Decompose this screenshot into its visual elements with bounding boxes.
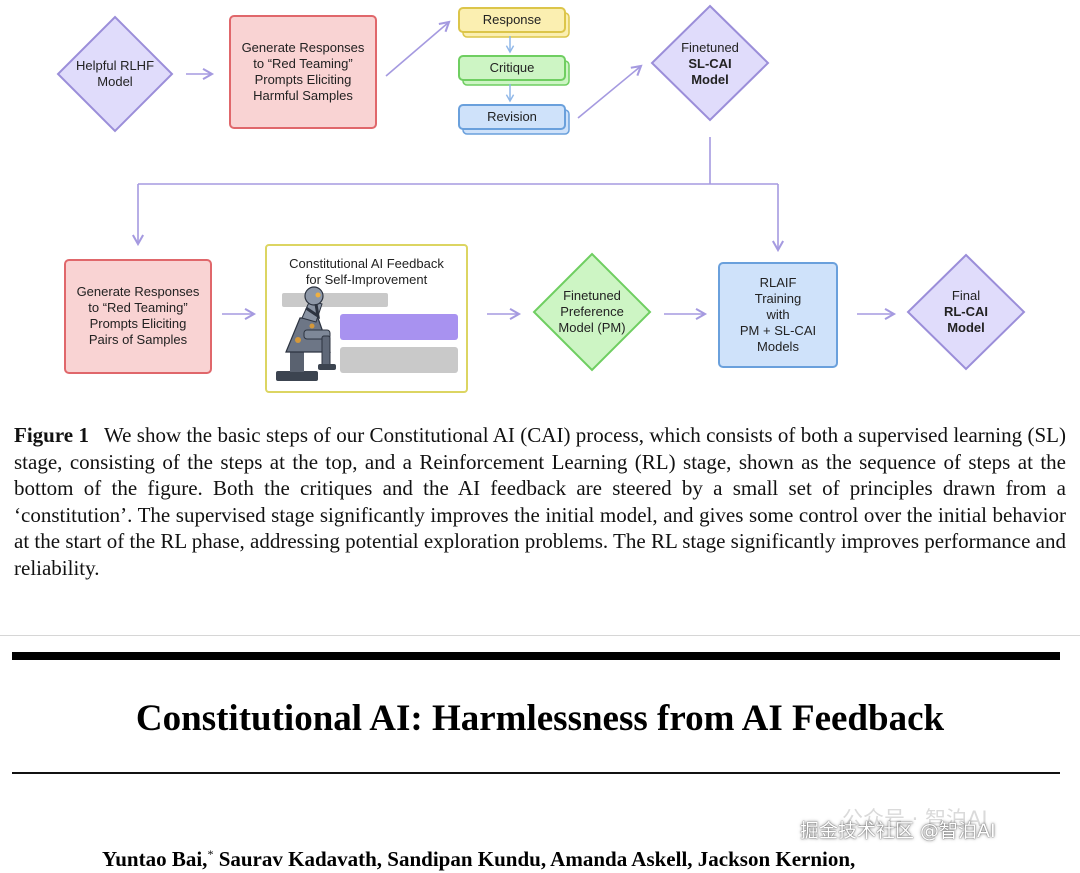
watermark: 掘金技术社区 @智泊AI bbox=[800, 820, 996, 842]
watermark-ghost: 公众号 · 智泊AI bbox=[842, 807, 988, 831]
generate-rl-label: Generate Responses to “Red Teaming” Prom… bbox=[76, 284, 200, 347]
arrow-revision-to-slcai bbox=[577, 64, 643, 119]
pm-label: Finetuned Preference Model (PM) bbox=[558, 288, 626, 335]
response-label: Response bbox=[482, 12, 542, 27]
first-author: Yuntao Bai, bbox=[102, 847, 208, 871]
sl-cai-label: Finetuned SL-CAI Model bbox=[660, 39, 760, 89]
final-rl-cai-label: Final RL-CAI Model bbox=[916, 287, 1016, 337]
chat-bubble-gray-bottom bbox=[340, 347, 458, 373]
helpful-rlhf-label: Helpful RLHF Model bbox=[75, 58, 155, 89]
sl-cai-line2: SL-CAI bbox=[688, 56, 732, 71]
feedback-title-label: Constitutional AI Feedback for Self-Impr… bbox=[289, 256, 444, 287]
paper-title: Constitutional AI: Harmlessness from AI … bbox=[135, 698, 945, 739]
sl-cai-diamond bbox=[650, 4, 770, 122]
chat-bubble-purple bbox=[340, 314, 458, 340]
critique-box bbox=[458, 55, 566, 81]
sl-cai-line3: Model bbox=[691, 72, 729, 87]
final-line1: Final bbox=[951, 288, 981, 303]
section-divider bbox=[0, 635, 1080, 636]
figure-caption: Figure 1 We show the basic steps of our … bbox=[14, 422, 1066, 581]
sl-cai-line1: Finetuned bbox=[681, 40, 739, 55]
critique-label: Critique bbox=[489, 60, 535, 75]
title-bottom-rule bbox=[12, 772, 1060, 774]
final-rl-cai-diamond bbox=[906, 253, 1026, 371]
title-top-rule bbox=[12, 652, 1060, 660]
generate-sl-box bbox=[229, 15, 377, 129]
final-line2: RL-CAI bbox=[943, 304, 989, 319]
other-authors: Saurav Kadavath, Sandipan Kundu, Amanda … bbox=[218, 847, 856, 871]
figure-caption-label: Figure 1 bbox=[14, 423, 89, 447]
rlaif-box bbox=[718, 262, 838, 368]
final-line3: Model bbox=[947, 320, 985, 335]
revision-label: Revision bbox=[487, 109, 537, 124]
figure-caption-text: We show the basic steps of our Constitut… bbox=[14, 423, 1066, 580]
author-footnote-mark: * bbox=[207, 847, 214, 861]
diagram-canvas bbox=[56, 4, 1026, 393]
generate-rl-box bbox=[64, 259, 212, 374]
response-box bbox=[458, 7, 566, 33]
rlaif-label: RLAIF Training with PM + SL-CAI Models bbox=[739, 275, 817, 354]
generate-sl-label: Generate Responses to “Red Teaming” Prom… bbox=[241, 40, 365, 103]
robot-thinker-icon bbox=[276, 286, 336, 381]
arrow-generate-to-response bbox=[385, 20, 451, 77]
helpful-rlhf-diamond bbox=[56, 15, 174, 133]
pm-diamond bbox=[532, 252, 652, 372]
chat-bubble-gray-top bbox=[282, 293, 388, 307]
author-list: Yuntao Bai,* Saurav Kadavath, Sandipan K… bbox=[102, 840, 1062, 873]
cai-process-diagram: Helpful RLHF Model Generate Responses to… bbox=[0, 0, 1080, 405]
revision-box bbox=[458, 104, 566, 130]
